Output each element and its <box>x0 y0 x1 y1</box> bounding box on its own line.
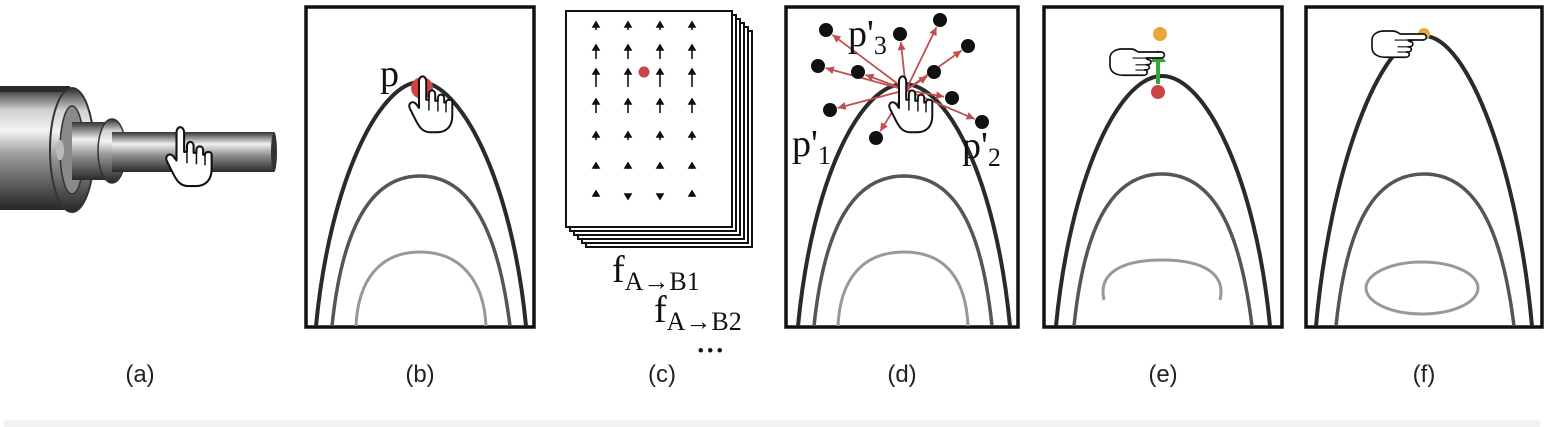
caption-f: (f) <box>1413 361 1436 388</box>
field-arrow-head <box>687 189 697 197</box>
sample-point <box>975 115 989 129</box>
curve-outer <box>1054 73 1272 327</box>
field-arrow-head <box>655 43 665 51</box>
panel-e: (e) <box>1042 5 1284 388</box>
curve-inner-open <box>1101 258 1223 301</box>
ray-head <box>832 34 842 43</box>
curve-mid <box>1334 172 1516 327</box>
field-arrow-head <box>623 20 633 28</box>
panel-c: fA→B1 fA→B2 ... (c) <box>565 10 753 388</box>
field-arrow-head <box>591 161 601 169</box>
panel-d: p'3 p'1 p'2 (d) <box>784 5 1020 388</box>
sample-point <box>893 27 907 41</box>
point-p-field <box>638 66 650 78</box>
sample-point <box>927 65 941 79</box>
pipe-model <box>0 86 277 213</box>
label-p3: p'3 <box>848 13 887 60</box>
field-arrow-head <box>687 67 697 75</box>
ray-head <box>952 50 962 59</box>
field-label-1: fA→B1 <box>612 249 700 296</box>
ray-head <box>918 76 928 85</box>
panel-d-frame <box>784 5 1020 329</box>
caption-a: (a) <box>125 361 154 388</box>
curve-mid <box>1072 172 1254 327</box>
field-arrow-head <box>623 97 633 105</box>
field-arrow-head <box>623 130 633 138</box>
ray-head <box>837 102 847 110</box>
field-label-2: fA→B2 <box>654 289 742 336</box>
panel-f: (f) <box>1304 5 1544 388</box>
vector-field-arrows <box>591 20 697 201</box>
sample-point <box>819 23 833 37</box>
curve-inner-closed <box>1364 260 1480 316</box>
curve-mid <box>812 174 994 327</box>
ray-head <box>929 27 937 37</box>
ray-head <box>880 122 888 132</box>
field-arrow-head <box>623 161 633 169</box>
field-arrow-head <box>655 130 665 138</box>
sample-point <box>823 103 837 117</box>
caption-cutoff-strip <box>4 420 1540 427</box>
panel-b-frame <box>304 5 536 329</box>
sample-point <box>851 65 865 79</box>
caption-c: (c) <box>648 361 676 388</box>
caption-d: (d) <box>887 361 916 388</box>
field-arrow-head <box>623 67 633 75</box>
ray <box>837 89 907 109</box>
field-arrow-head <box>591 67 601 75</box>
field-arrow-head <box>687 161 697 169</box>
field-arrow-head <box>687 43 697 51</box>
ray-head <box>865 73 875 82</box>
field-arrow-head <box>687 20 697 28</box>
field-stack <box>565 10 753 248</box>
sample-point <box>811 59 825 73</box>
field-arrow-head <box>655 97 665 105</box>
label-p1: p'1 <box>792 123 831 170</box>
sample-rays <box>811 13 989 145</box>
caption-e: (e) <box>1148 361 1177 388</box>
point-orange <box>1153 27 1167 41</box>
point-label-p: p <box>380 53 399 95</box>
curve-inner <box>354 250 488 327</box>
field-arrow-head <box>591 189 601 197</box>
sample-point <box>933 13 947 27</box>
sample-point <box>945 91 959 105</box>
field-ellipsis: ... <box>696 319 725 361</box>
field-arrow-head <box>655 20 665 28</box>
field-arrow-head <box>655 161 665 169</box>
field-arrow-head <box>687 130 697 138</box>
field-arrow-head <box>623 193 633 201</box>
ray-head <box>935 91 945 100</box>
panel-b: p (b) <box>304 5 536 388</box>
field-arrow-head <box>687 97 697 105</box>
caption-b: (b) <box>405 361 434 388</box>
curve-inner <box>836 250 970 327</box>
field-arrow-head <box>591 43 601 51</box>
figure-caption-cutoff <box>4 408 1540 427</box>
panel-a: (a) <box>0 86 277 388</box>
sample-point <box>961 39 975 53</box>
field-arrow-head <box>655 67 665 75</box>
sample-point <box>869 131 883 145</box>
ray-head <box>897 41 906 51</box>
label-p2: p'2 <box>962 125 1001 172</box>
field-arrow-head <box>623 43 633 51</box>
field-arrow-head <box>591 130 601 138</box>
point-red <box>1151 85 1165 99</box>
ray-head <box>965 112 975 120</box>
curve-mid <box>330 174 512 327</box>
ray-head <box>825 66 835 75</box>
ray <box>831 34 907 91</box>
field-arrow-head <box>591 20 601 28</box>
ray <box>825 67 907 91</box>
ray <box>905 89 975 120</box>
field-arrow-head <box>591 97 601 105</box>
ray <box>905 26 938 91</box>
field-arrow-head <box>655 193 665 201</box>
